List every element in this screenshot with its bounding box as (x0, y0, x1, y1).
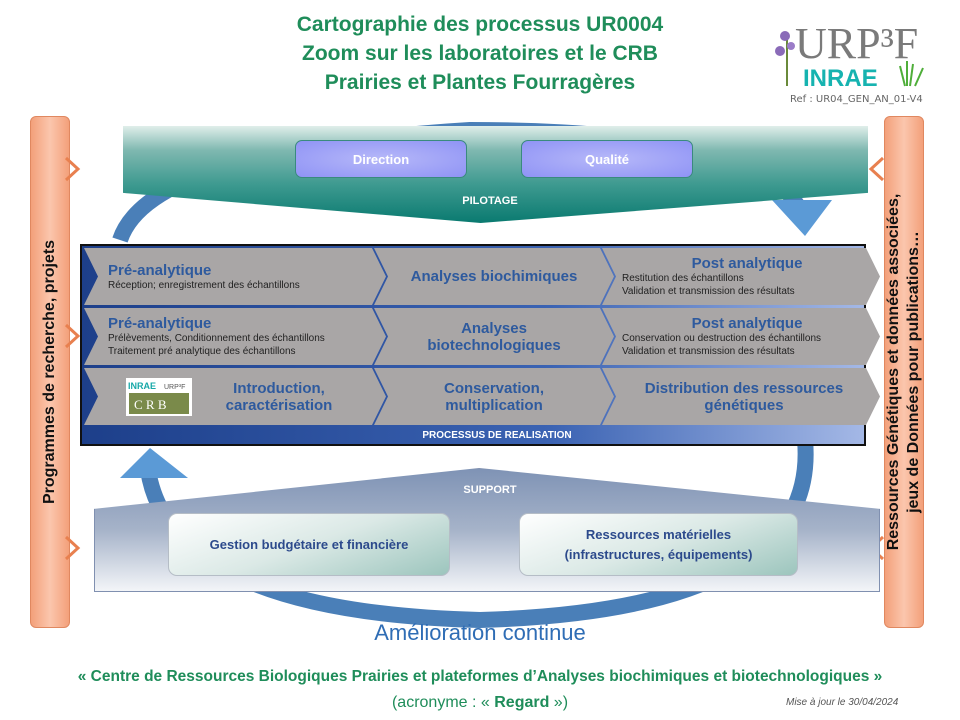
svg-text:INRAE: INRAE (128, 381, 156, 391)
footer-acronym: (acronyme : « Regard ») (391, 694, 569, 711)
footer-quote: « Centre de Ressources Biologiques Prair… (77, 668, 883, 685)
distribution-step[interactable]: Distribution des ressources génétiques (644, 379, 844, 414)
process-row-crb: INRAE URP³F C R B Introduction, caractéris… (84, 368, 879, 425)
realisation-label: PROCESSUS DE REALISATION (422, 430, 572, 441)
page-title: Cartographie des processus UR0004 Zoom s… (296, 13, 664, 94)
right-bar-genetic-resources: Ressources Génétiques et données associé… (884, 116, 924, 628)
amelioration-continue: Amélioration continue (374, 620, 586, 645)
direction-button[interactable]: Direction (295, 140, 467, 178)
analyses-biotechnologiques-step[interactable]: Analyses biotechnologiques (427, 319, 561, 354)
urp3f-inrae-logo: URP³F INRAE (765, 16, 935, 106)
left-bar-research-programs: Programmes de recherche, projets (30, 116, 70, 628)
introduction-step[interactable]: Introduction, caractérisation (225, 379, 333, 414)
arrowhead-down-icon (772, 200, 832, 236)
arrowhead-up-icon (120, 448, 188, 478)
reference-code: Ref : UR04_GEN_AN_01-V4 (790, 94, 923, 105)
analyses-biochimiques-step[interactable]: Analyses biochimiques (410, 268, 578, 285)
conservation-step[interactable]: Conservation, multiplication (443, 379, 545, 414)
svg-text:URP³F: URP³F (164, 384, 185, 391)
plant-icon: URP³F INRAE (775, 19, 924, 92)
svg-text:INRAE: INRAE (803, 65, 878, 92)
gestion-budgetaire-button[interactable]: Gestion budgétaire et financière (168, 513, 450, 576)
qualite-button[interactable]: Qualité (521, 140, 693, 178)
svg-text:URP³F: URP³F (795, 19, 918, 68)
ressources-materielles-button[interactable]: Ressources matérielles (infrastructures,… (519, 513, 798, 576)
svg-text:C R B: C R B (134, 397, 167, 412)
left-chevron-icons (64, 156, 81, 561)
pilotage-label: PILOTAGE (462, 195, 518, 207)
update-date: Mise à jour le 30/04/2024 (786, 697, 899, 708)
crb-logo: INRAE URP³F C R B (126, 378, 192, 416)
support-label: SUPPORT (463, 484, 517, 496)
